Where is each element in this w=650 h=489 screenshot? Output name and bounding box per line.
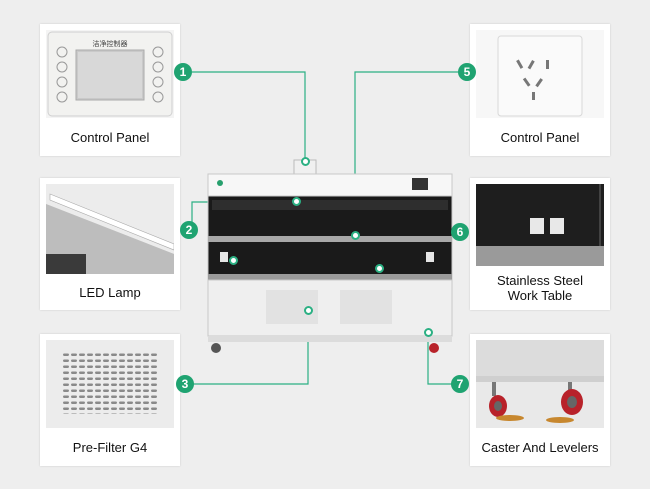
led-lamp-photo [46, 184, 174, 274]
card-led-lamp: LED Lamp [40, 178, 180, 310]
led-lamp-image [46, 184, 174, 274]
hotspot-6a[interactable] [229, 256, 238, 265]
label-control-panel-left: Control Panel [70, 129, 150, 145]
control-panel-image [47, 31, 173, 117]
card-pre-filter: Pre-Filter G4 [40, 334, 180, 466]
card-work-table: Stainless Steel Work Table [470, 178, 610, 310]
control-panel-photo: 洁净控制器 [46, 30, 174, 118]
label-work-table: Stainless Steel Work Table [470, 266, 610, 310]
hotspot-5[interactable] [351, 231, 360, 240]
card-caster: Caster And Levelers [470, 334, 610, 466]
badge-7: 7 [451, 375, 469, 393]
badge-1: 1 [174, 63, 192, 81]
badge-2: 2 [180, 221, 198, 239]
work-table-photo [476, 184, 604, 266]
card-control-panel-left: 洁净控制器 Control Panel [40, 24, 180, 156]
work-table-image [476, 184, 604, 266]
clean-bench-image [207, 159, 453, 353]
caster-image [476, 340, 604, 428]
control-panel-screen-text: 洁净控制器 [92, 40, 128, 48]
label-control-panel-right: Control Panel [500, 129, 580, 145]
label-pre-filter: Pre-Filter G4 [72, 439, 148, 455]
label-caster: Caster And Levelers [481, 439, 599, 455]
label-led-lamp: LED Lamp [79, 284, 141, 300]
card-control-panel-right: Control Panel [470, 24, 610, 156]
badge-3: 3 [176, 375, 194, 393]
socket-image [497, 35, 583, 117]
hotspot-7[interactable] [424, 328, 433, 337]
socket-photo [476, 30, 604, 118]
hotspot-6b[interactable] [375, 264, 384, 273]
pre-filter-photo [46, 340, 174, 428]
pre-filter-image [46, 340, 174, 428]
hotspot-3[interactable] [304, 306, 313, 315]
label-work-table-line1: Stainless Steel [497, 273, 583, 288]
caster-photo [476, 340, 604, 428]
label-work-table-line2: Work Table [507, 288, 573, 303]
hotspot-1[interactable] [301, 157, 310, 166]
hotspot-2[interactable] [292, 197, 301, 206]
badge-6: 6 [451, 223, 469, 241]
badge-5: 5 [458, 63, 476, 81]
